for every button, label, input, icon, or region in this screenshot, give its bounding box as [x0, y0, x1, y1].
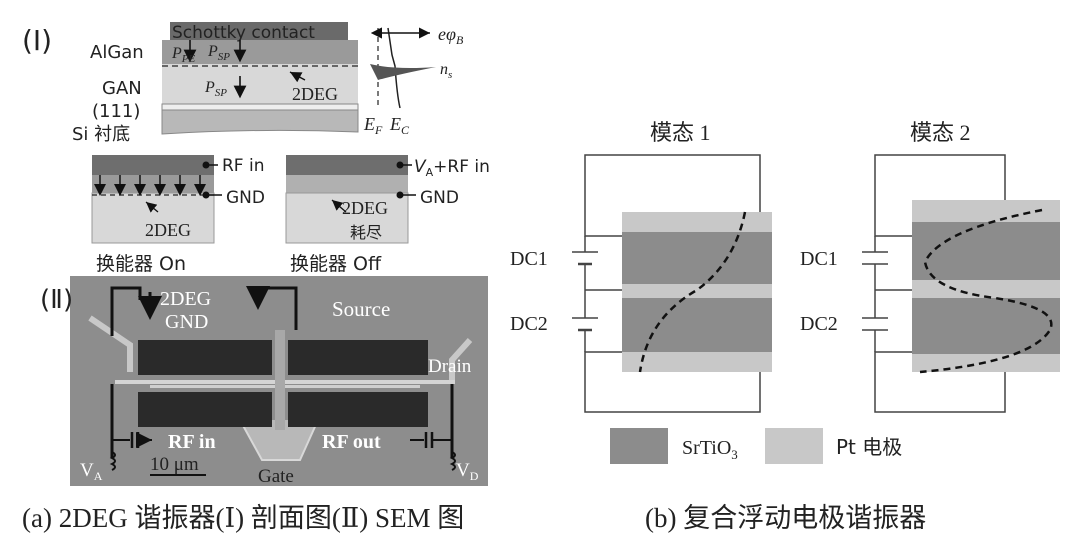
legend-pt-swatch: [765, 428, 823, 464]
sem-drain-label: Drain: [428, 356, 472, 377]
svg-text:ns: ns: [440, 61, 452, 81]
twodeg-pointer: [289, 71, 306, 83]
mode2-srtio3-upper: [912, 222, 1060, 280]
algan-label: AlGan: [90, 42, 144, 63]
svg-text:VD: VD: [456, 460, 479, 483]
mode1-srtio3-upper: [622, 232, 772, 284]
si-substrate-label: Si 衬底: [72, 124, 130, 145]
schottky-layer: [170, 22, 348, 42]
sem-2deg-label: 2DEG: [160, 288, 211, 310]
mode1-dc2-label: DC2: [510, 313, 548, 335]
on-rf-in-label: RF in: [222, 156, 265, 176]
transducer-off: VA+RF in GND 2DEG 耗尽 换能器 Off: [285, 155, 490, 275]
transducer-on: RF in GND 2DEG 换能器 On: [91, 155, 265, 275]
sem-rf-out-label: RF out: [322, 431, 381, 453]
mode1-dc1-label: DC1: [510, 248, 548, 270]
on-2deg-label: 2DEG: [145, 220, 191, 240]
mode2-srtio3-lower: [912, 298, 1060, 354]
on-gnd-label: GND: [226, 188, 265, 208]
on-caption: 换能器 On: [96, 253, 186, 275]
sem-gnd-label: GND: [165, 311, 208, 333]
off-caption: 换能器 Off: [290, 253, 382, 275]
mode2-label: 模态 2: [910, 120, 971, 145]
off-depleted-label: 耗尽: [350, 223, 382, 242]
on-top-electrode: [92, 155, 214, 175]
sem-pad-2: [288, 340, 428, 375]
schottky-label: Schottky contact: [172, 23, 315, 43]
ns-distribution: [370, 64, 436, 80]
svg-text:EC: EC: [389, 114, 410, 137]
legend: SrTiO3 Pt 电极: [610, 428, 902, 464]
gan-layer: [162, 64, 358, 104]
twodeg-label: 2DEG: [292, 84, 338, 104]
off-gan: [285, 192, 409, 244]
part2-label: (Ⅱ): [40, 285, 73, 315]
vd-inductor-icon: [449, 451, 456, 471]
ec-band: [387, 27, 401, 109]
svg-text:PSP: PSP: [207, 43, 230, 63]
on-algan: [92, 175, 214, 193]
svg-text:PPE: PPE: [171, 45, 196, 65]
legend-srtio3-label: SrTiO3: [682, 437, 738, 462]
sem-pad-4: [288, 392, 428, 427]
sem-pad-3: [138, 392, 272, 427]
va-inductor-icon: [109, 451, 116, 471]
caption-b: (b) 复合浮动电极谐振器: [645, 503, 926, 533]
sem-rf-in-label: RF in: [168, 431, 216, 453]
mode2-dc1-label: DC1: [800, 248, 838, 270]
cross-section: (Ⅰ) Schottky contact AlGan GAN (111) Si …: [22, 22, 464, 145]
legend-srtio3-swatch: [610, 428, 668, 464]
mode-2-diagram: 模态 2 DC1 DC2: [800, 120, 1060, 413]
legend-pt-label: Pt 电极: [836, 435, 902, 459]
caption-a: (a) 2DEG 谐振器(Ⅰ) 剖面图(Ⅱ) SEM 图: [22, 503, 464, 533]
svg-text:PSP: PSP: [204, 79, 227, 99]
mode2-displacement-curve: [919, 208, 1053, 374]
off-algan: [286, 175, 408, 193]
sem-gate-label: Gate: [258, 466, 294, 487]
mode1-srtio3-lower: [622, 298, 772, 352]
sem-image: (Ⅱ) 2DEG GND Source Drain RF in VA: [40, 276, 488, 487]
mode1-label: 模态 1: [650, 120, 711, 145]
part1-label: (Ⅰ): [22, 24, 52, 57]
svg-text:VA+RF in: VA+RF in: [414, 157, 490, 179]
sem-source-label: Source: [332, 297, 390, 321]
mode-1-diagram: 模态 1 DC1 DC2: [510, 120, 772, 413]
si111-label: (111): [92, 101, 140, 122]
si111-layer: [161, 103, 359, 111]
sem-pad-1: [138, 340, 272, 375]
svg-text:VA: VA: [80, 460, 103, 483]
si-substrate-layer: [161, 109, 359, 135]
svg-text:eφB: eφB: [438, 24, 464, 47]
svg-text:EF: EF: [363, 114, 383, 137]
off-2deg-label: 2DEG: [342, 198, 388, 218]
mode2-dc2-label: DC2: [800, 313, 838, 335]
gan-label: GAN: [102, 78, 142, 99]
off-top-electrode: [286, 155, 408, 175]
sem-scale-label: 10 μm: [150, 454, 199, 475]
mode1-displacement-curve: [638, 211, 747, 373]
off-gnd-label: GND: [420, 188, 459, 208]
on-gan: [91, 192, 215, 244]
